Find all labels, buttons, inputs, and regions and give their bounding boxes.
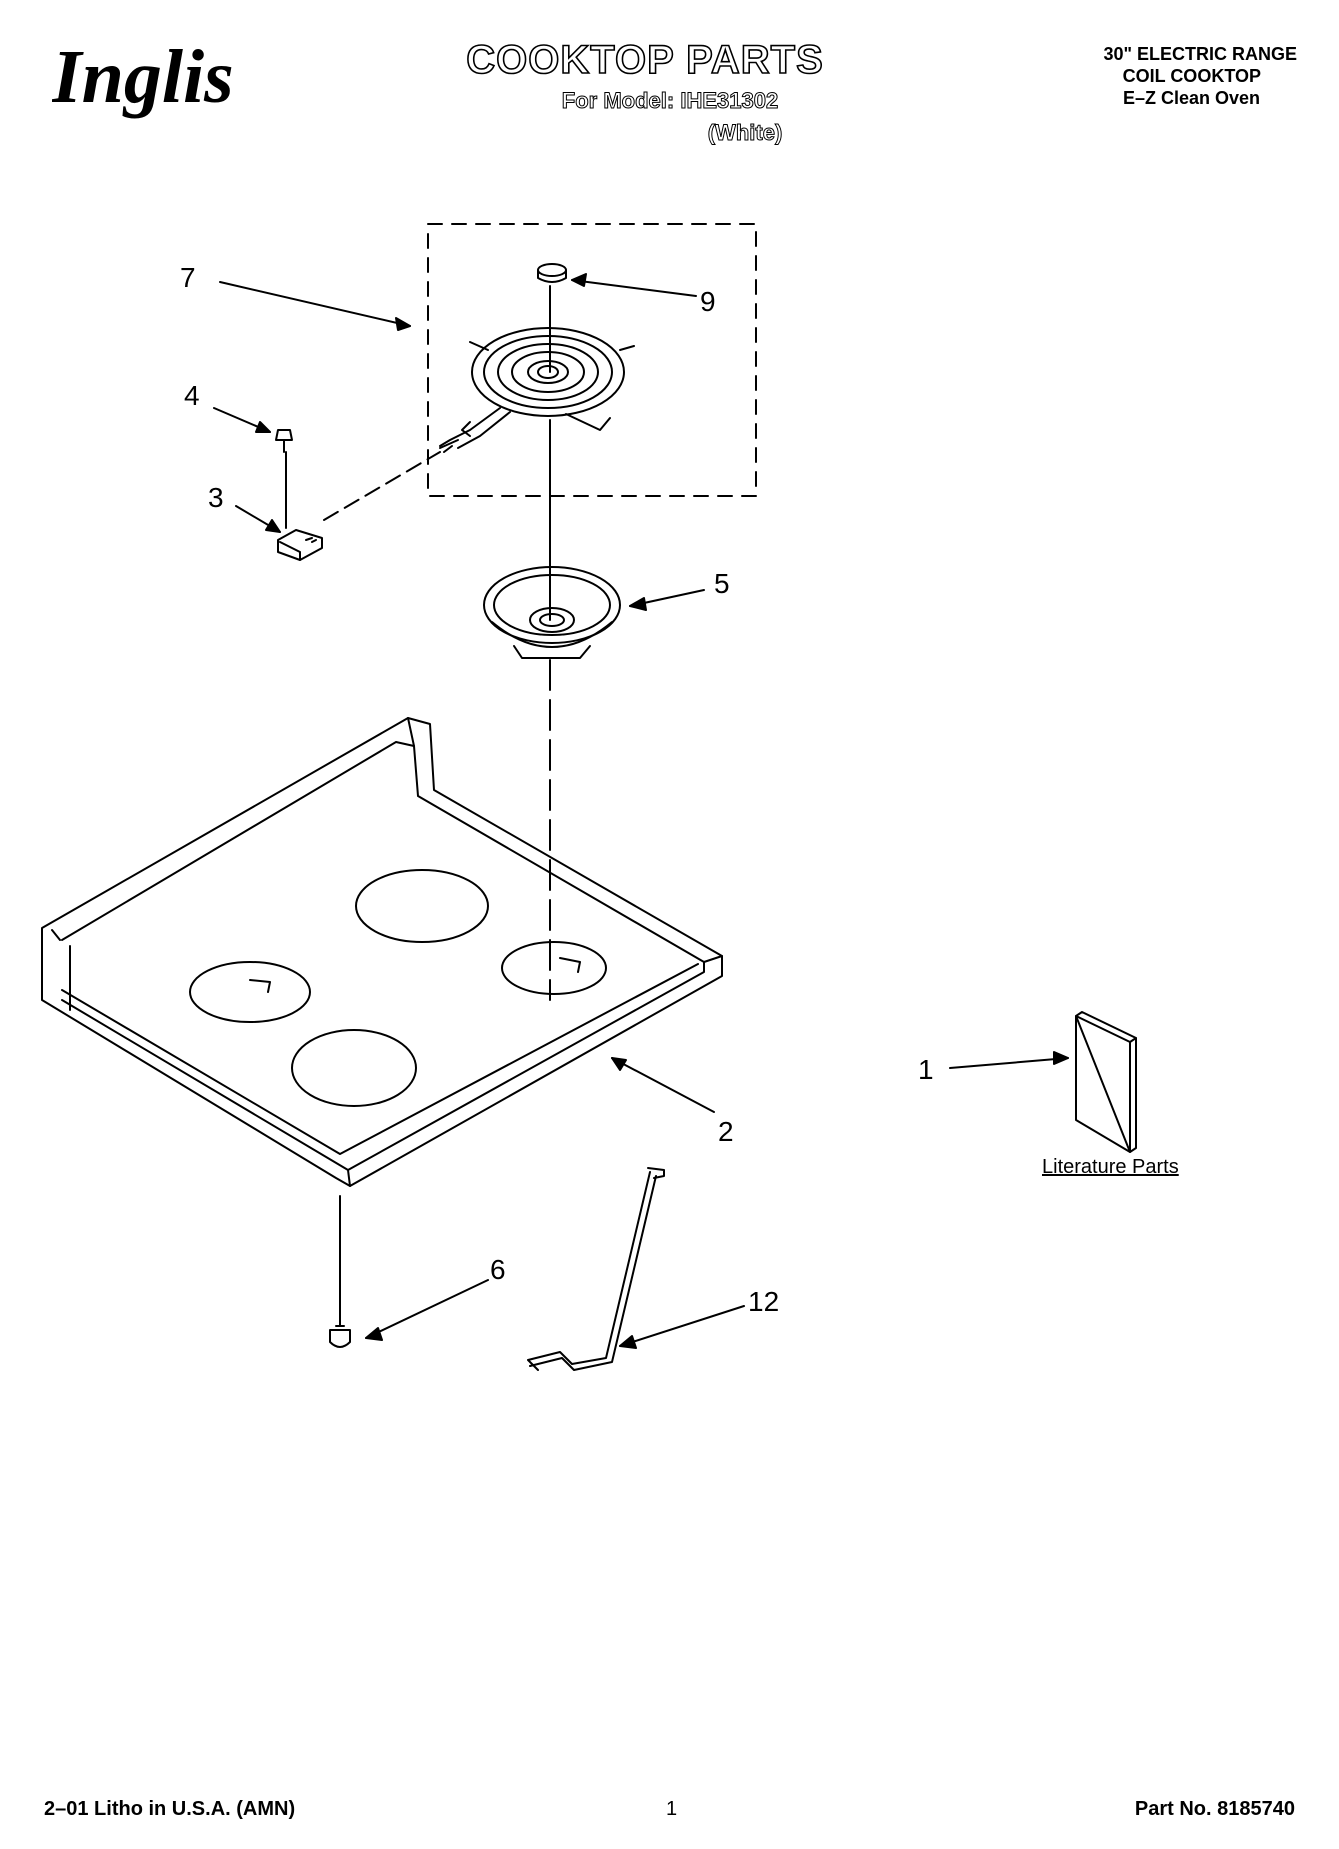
leader-6 xyxy=(365,1279,489,1339)
leader-9 xyxy=(571,279,697,297)
terminal-screw xyxy=(275,429,293,453)
terminal-block xyxy=(277,529,323,561)
surface-element xyxy=(439,327,635,449)
element-terminals xyxy=(439,439,459,453)
arrowhead-4 xyxy=(255,421,271,433)
element-cap xyxy=(537,263,567,283)
spec-line-oven: E–Z Clean Oven xyxy=(1122,88,1260,108)
callout-5: 5 xyxy=(714,568,730,599)
callout-1: 1 xyxy=(918,1054,934,1085)
cooktop-screw xyxy=(329,1195,351,1348)
callout-7: 7 xyxy=(180,262,196,293)
leader-1 xyxy=(949,1057,1069,1069)
arrowhead-12 xyxy=(619,1335,637,1349)
arrowhead-9 xyxy=(571,273,587,287)
drip-bowl xyxy=(483,566,621,659)
model-line: For Model: IHE31302 xyxy=(561,88,779,114)
literature-parts-book xyxy=(1075,1011,1137,1153)
page-title: COOKTOP PARTS xyxy=(465,37,824,83)
arrowhead-5 xyxy=(629,597,647,611)
literature-parts-label: Literature Parts xyxy=(1042,1156,1179,1178)
footer-page-number: 1 xyxy=(666,1798,678,1820)
brand-logo-text: Inglis xyxy=(52,36,234,119)
callout-9: 9 xyxy=(700,286,716,317)
burner-assembly-box xyxy=(427,223,757,497)
arrowhead-6 xyxy=(365,1327,383,1341)
leader-2 xyxy=(611,1057,715,1113)
brand-logo-mark: Inglis xyxy=(51,35,234,119)
arrowhead-2 xyxy=(611,1057,627,1071)
leader-12 xyxy=(619,1305,745,1347)
brand-logo: Inglis xyxy=(51,35,282,126)
spec-line-range: 30" ELECTRIC RANGE xyxy=(1103,44,1297,64)
arrowhead-7 xyxy=(395,317,411,331)
leader-7 xyxy=(219,281,411,327)
callout-12: 12 xyxy=(748,1286,780,1317)
callout-leaders xyxy=(213,273,1069,1349)
callout-6: 6 xyxy=(490,1254,506,1285)
spec-line-cooktop: COIL COOKTOP xyxy=(1122,66,1261,86)
support-rod xyxy=(527,1167,665,1371)
callout-4: 4 xyxy=(184,380,200,411)
footer-part-number: Part No. 8185740 xyxy=(1134,1798,1295,1820)
cooktop-main-top xyxy=(41,717,723,1187)
arrowhead-3 xyxy=(265,519,281,533)
callout-3: 3 xyxy=(208,482,224,513)
terminal-guide-line xyxy=(323,451,441,521)
color-line: (White) xyxy=(707,120,783,146)
callout-2: 2 xyxy=(718,1116,734,1147)
arrowhead-1 xyxy=(1053,1051,1069,1065)
footer-litho: 2–01 Litho in U.S.A. (AMN) xyxy=(44,1798,296,1820)
